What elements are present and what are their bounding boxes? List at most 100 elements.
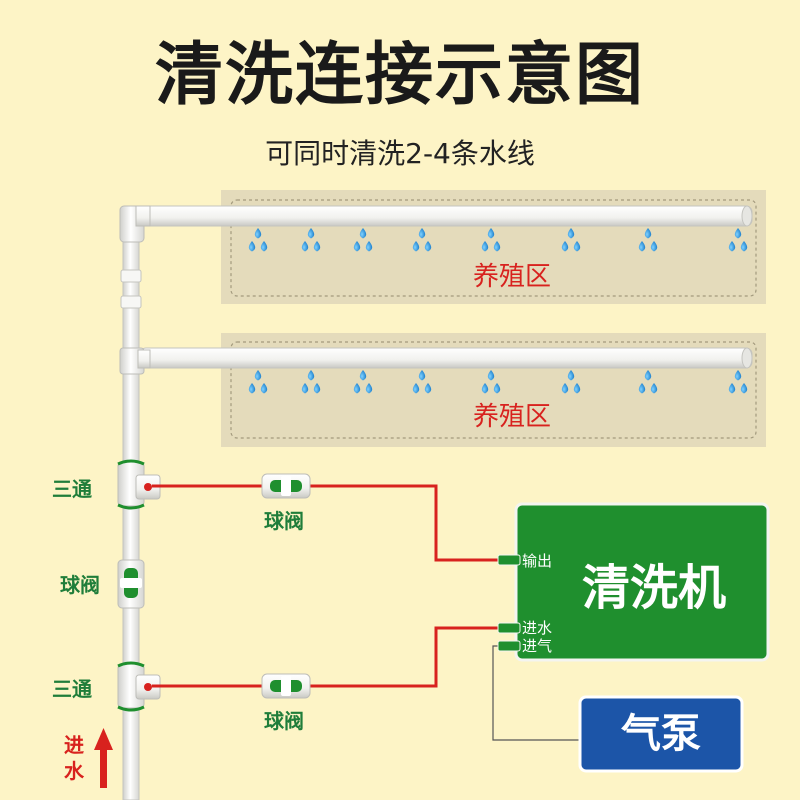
zone-2-border — [230, 341, 757, 439]
output-port — [497, 554, 521, 566]
water-drop-icon — [561, 241, 569, 252]
water-line-1-end-cap — [741, 205, 753, 227]
water-drop-icon — [638, 383, 646, 394]
water-drop-icon — [567, 228, 575, 239]
water-drop-icon — [301, 241, 309, 252]
top-elbow-branch — [135, 205, 151, 227]
ball-valve-bottom[interactable] — [261, 673, 311, 699]
air-pump-title: 气泵 — [621, 711, 701, 757]
hose-output — [309, 484, 500, 562]
tee-bottom-port — [144, 683, 152, 691]
water-drop-icon — [418, 370, 426, 381]
water-drop-icon — [493, 383, 501, 394]
middle-tee-branch — [137, 349, 151, 369]
tee-top-band — [117, 459, 145, 466]
tee-fitting-top — [117, 459, 161, 510]
water-drop-icon — [359, 228, 367, 239]
water-drop-icon — [424, 241, 432, 252]
water-drop-icon — [644, 228, 652, 239]
tee-top-port — [144, 483, 152, 491]
tee-bottom-band — [117, 661, 145, 668]
ball-valve-vertical[interactable] — [117, 559, 145, 609]
tee-bottom-label: 三通 — [52, 677, 92, 701]
cleaning-machine-box[interactable] — [514, 502, 770, 662]
valve-top-stem — [281, 476, 291, 496]
water-drop-icon — [481, 383, 489, 394]
water-drop-icon — [487, 370, 495, 381]
hoses — [152, 484, 580, 741]
water-drop-icon — [424, 383, 432, 394]
inlet-label-top: 进 — [64, 733, 84, 757]
water-drop-icon — [412, 241, 420, 252]
water-drop-icon — [313, 383, 321, 394]
water-drop-icon — [365, 241, 373, 252]
cleaning-machine-title: 清洗机 — [582, 560, 727, 616]
inlet-label-bottom: 水 — [64, 759, 84, 783]
inlet-arrow-shaft — [100, 748, 107, 788]
tee-fitting-bottom — [117, 661, 161, 712]
water-drop-icon — [573, 241, 581, 252]
valve-bottom-label: 球阀 — [264, 709, 304, 733]
inlet-arrow-icon — [94, 728, 113, 788]
water-line-2 — [139, 347, 753, 369]
hose-water-in — [309, 626, 500, 688]
water-drop-icon — [248, 383, 256, 394]
air-line — [492, 645, 580, 741]
breeding-zone-2 — [139, 333, 766, 447]
water-drop-icon — [644, 370, 652, 381]
air-in-port-label: 进气 — [522, 637, 553, 655]
water-drop-icon — [313, 241, 321, 252]
main-supply-pipe — [119, 205, 151, 800]
air-pump-box[interactable] — [578, 695, 744, 773]
pipe-coupling — [120, 269, 142, 283]
air-in-port — [497, 640, 521, 652]
page-subtitle: 可同时清洗2-4条水线 — [265, 137, 535, 170]
water-drop-icon — [254, 228, 262, 239]
valve-vertical-label: 球阀 — [60, 573, 100, 597]
inlet-arrow-head — [94, 728, 113, 750]
water-drop-icon — [573, 383, 581, 394]
ball-valve-top[interactable] — [261, 473, 311, 499]
page-title: 清洗连接示意图 — [154, 36, 645, 115]
water-drop-icon — [412, 383, 420, 394]
water-drop-icon — [307, 228, 315, 239]
air-pump[interactable] — [578, 695, 744, 773]
water-drop-icon — [567, 370, 575, 381]
water-drop-icon — [254, 370, 262, 381]
water-drop-icon — [740, 383, 748, 394]
zone-1-label: 养殖区 — [472, 262, 551, 292]
water-drop-icon — [353, 241, 361, 252]
water-drop-icon — [353, 383, 361, 394]
zone-2-droplets — [248, 370, 748, 394]
output-port-label: 输出 — [522, 552, 553, 570]
water-line-1 — [139, 205, 753, 227]
water-drop-icon — [301, 383, 309, 394]
zone-1-droplets — [248, 228, 748, 252]
tee-top-band — [117, 503, 145, 510]
water-drop-icon — [418, 228, 426, 239]
water-in-port — [497, 622, 521, 634]
water-drop-icon — [260, 383, 268, 394]
water-drop-icon — [260, 241, 268, 252]
water-drop-icon — [650, 241, 658, 252]
water-in-port-label: 进水 — [522, 619, 553, 637]
water-drop-icon — [728, 241, 736, 252]
water-drop-icon — [740, 241, 748, 252]
cleaning-machine[interactable] — [497, 502, 770, 662]
valve-vertical-stem — [120, 578, 142, 588]
water-drop-icon — [307, 370, 315, 381]
water-line-2-end-cap — [741, 347, 753, 369]
water-drop-icon — [487, 228, 495, 239]
zone-1-border — [230, 199, 757, 297]
valve-bottom-stem — [281, 676, 291, 696]
pipe-coupling — [120, 295, 142, 309]
water-drop-icon — [728, 383, 736, 394]
water-drop-icon — [650, 383, 658, 394]
breeding-zone-1 — [139, 190, 766, 304]
water-drop-icon — [493, 241, 501, 252]
tee-bottom-band — [117, 705, 145, 712]
water-drop-icon — [248, 241, 256, 252]
vertical-pipe — [122, 221, 140, 800]
